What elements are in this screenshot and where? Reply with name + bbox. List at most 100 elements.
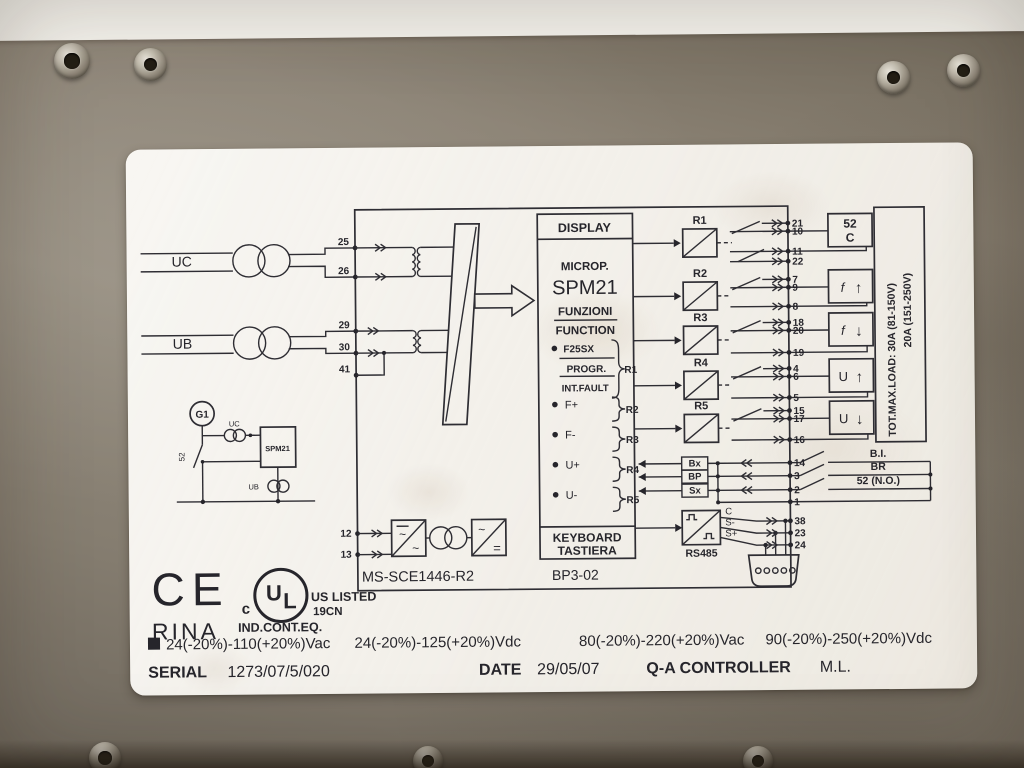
terminal-4: 4 [793, 364, 799, 375]
terminal-26: 26 [338, 266, 350, 277]
keyboard-code: BP3-02 [552, 567, 599, 583]
rating-vdc-high: 90(-20%)-250(+20%)Vdc [765, 630, 932, 648]
ub-label: UB [173, 336, 193, 352]
power-supply: 12 13 ~ ~ ~ = [340, 518, 507, 561]
terminal-19: 19 [793, 348, 805, 359]
voltage-ratings: 24(-20%)-110(+20%)Vac 24(-20%)-125(+20%)… [147, 630, 932, 654]
function-label: FUNCTION [556, 325, 616, 338]
digital-inputs: Bx BP Sx [638, 456, 791, 505]
serial-value: 1273/07/5/020 [227, 662, 330, 681]
ul-ind-cont-eq: IND.CONT.EQ. [238, 620, 322, 635]
ul-l: L [283, 588, 297, 613]
progr-label: PROGR. [567, 364, 607, 375]
ac-symbol: ~ [399, 527, 406, 541]
ub-ct-icon [232, 326, 267, 360]
terminal-13: 13 [341, 550, 353, 561]
dc-symbol: = [493, 540, 501, 555]
box52-line1: 52 [843, 217, 857, 231]
g1-52-label: 52 [177, 452, 186, 462]
brace-r1-label: R1 [624, 365, 637, 376]
terminal-15: 15 [793, 406, 805, 417]
bp-label: BP [688, 471, 702, 482]
box52-line2: C [846, 231, 855, 245]
board-code: MS-SCE1446-R2 [362, 569, 474, 586]
max-load-line1: TOT.MAX.LOAD: 30A (81-150V) [886, 283, 899, 437]
brace-r5 [612, 486, 626, 513]
f25sx-label: F25SX [563, 344, 594, 355]
terminal-5: 5 [793, 393, 799, 404]
terminal-11: 11 [792, 247, 803, 258]
freq-raise-box [827, 268, 874, 304]
panel-top-strip [0, 0, 1024, 42]
freq-raise-arrow-icon: ↑ [855, 280, 863, 297]
model-label: SPM21 [552, 277, 618, 300]
int-fault-label: INT.FAULT [562, 383, 609, 394]
brace-r2 [611, 396, 626, 422]
terminal-7: 7 [792, 275, 798, 286]
rs485-section: RS485 C S- S+ [635, 506, 800, 588]
output-boxes: 52 C f ↑ f ↓ U ↑ U ↓ [827, 212, 875, 436]
ce-mark: CE [151, 563, 230, 616]
square-wave-icon [686, 513, 698, 521]
screw-top-left-1 [54, 43, 90, 79]
microp-label: MICROP. [561, 261, 609, 273]
terminal-6: 6 [793, 372, 799, 383]
bus-terminal-numbers: 21 10 11 22 7 9 8 18 20 19 4 6 5 15 17 1… [792, 218, 806, 551]
ul-19cn: 19CN [313, 606, 343, 618]
rating-vac-high: 80(-20%)-220(+20%)Vac [579, 631, 745, 649]
terminal-41: 41 [339, 364, 351, 375]
relay-r5-label: R5 [694, 400, 708, 412]
led-u-plus-icon [552, 461, 559, 468]
uc-ct-icon [232, 244, 266, 278]
no52-switch-label: 52 (N.O.) [857, 475, 900, 487]
max-load-box: TOT.MAX.LOAD: 30A (81-150V) 20A (151-250… [873, 206, 927, 443]
freq-lower-box [827, 311, 874, 347]
volt-lower-arrow-icon: ↓ [856, 411, 864, 428]
terminal-3: 3 [794, 471, 800, 482]
tastiera-label: TASTIERA [558, 543, 618, 558]
relay-coils: R1 R2 R3 R4 R5 [632, 215, 732, 444]
u-plus-label: U+ [565, 460, 579, 472]
uc-label: UC [172, 253, 192, 269]
terminal-25: 25 [338, 237, 350, 248]
funzioni-label: FUNZIONI [558, 306, 612, 318]
volt-raise-arrow-icon: ↑ [856, 369, 864, 386]
brace-r1 [611, 339, 625, 399]
uc-input-group: UC 25 26 [140, 237, 454, 280]
initials-label: M.L. [820, 658, 851, 676]
terminal-23: 23 [795, 528, 807, 539]
max-load-line2: 20A (151-250V) [902, 273, 915, 348]
ul-c: c [242, 601, 251, 618]
terminal-2: 2 [794, 485, 800, 496]
freq-lower-arrow-icon: ↓ [855, 323, 863, 340]
terminal-17: 17 [794, 414, 806, 425]
led-f-minus-icon [552, 431, 558, 438]
terminal-16: 16 [794, 435, 806, 446]
rating-vdc-low: 24(-20%)-125(+20%)Vdc [354, 633, 521, 651]
relay-r1-label: R1 [693, 215, 707, 227]
brace-r5-label: R5 [626, 495, 639, 506]
f-plus-label: F+ [565, 399, 578, 411]
g1-ub-label: UB [248, 482, 259, 491]
date-value: 29/05/07 [537, 660, 600, 679]
brace-r4 [612, 456, 626, 482]
rs485-s-plus-label: S+ [725, 528, 737, 539]
volt-raise-letter: U [839, 369, 849, 384]
terminal-9: 9 [792, 283, 798, 294]
terminal-1: 1 [794, 497, 800, 508]
breaker-52c-box [827, 212, 874, 248]
relay-contacts-wiring [729, 220, 869, 441]
ul-mark-icon [253, 567, 309, 623]
ul-u: U [266, 580, 282, 605]
g1-uc-label: UC [229, 419, 240, 428]
display-label: DISPLAY [558, 221, 612, 235]
brace-r4-label: R4 [626, 465, 639, 476]
relay-r4-label: R4 [694, 357, 709, 369]
screw-top-right-2 [947, 54, 980, 87]
ub-input-group: UB 29 30 41 [141, 320, 449, 378]
connector-icon [747, 553, 800, 588]
bx-label: Bx [689, 458, 702, 469]
adc-parallelogram [441, 222, 481, 426]
rs485-c-label: C [725, 506, 732, 517]
